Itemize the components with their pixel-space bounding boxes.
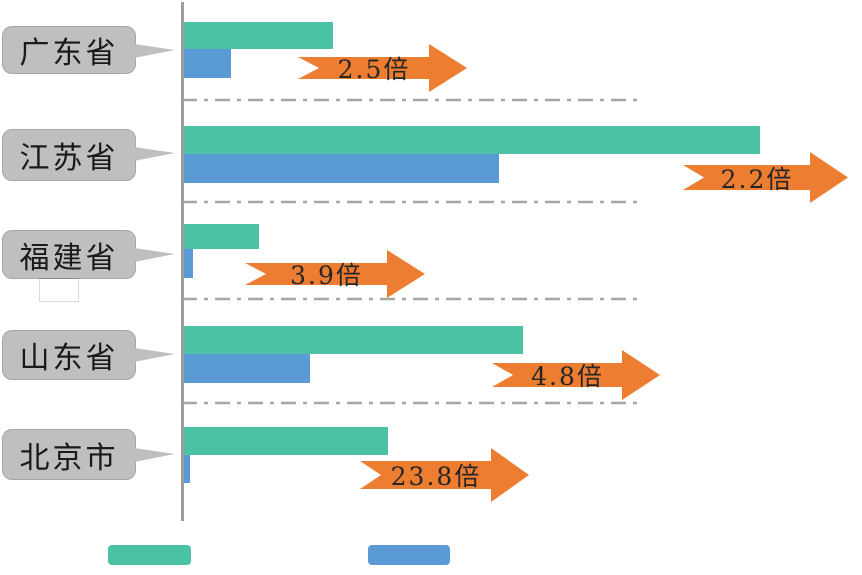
multiplier-arrow <box>683 152 848 203</box>
category-label-text: 福建省 <box>19 240 119 276</box>
category-label-callout: 江苏省 <box>2 129 136 181</box>
category-label-callout: 广东省 <box>2 26 136 74</box>
multiplier-value-text: 2.2倍 <box>720 164 794 194</box>
category-label-text: 山东省 <box>19 341 119 376</box>
category-label-text: 北京市 <box>19 440 119 476</box>
callout-tail <box>134 248 175 262</box>
multiplier-arrow-shape <box>298 44 467 92</box>
blue-series-swatch <box>368 545 450 565</box>
multiplier-value-text: 3.9倍 <box>290 261 363 290</box>
callout-tail-shape <box>134 44 175 58</box>
multiplier-arrow-label: 4.8倍 <box>513 350 622 400</box>
callout-tail-shape <box>134 448 175 462</box>
bar-green-0 <box>184 22 333 49</box>
callout-tail <box>134 448 175 462</box>
category-label-callout: 福建省 <box>2 230 136 279</box>
multiplier-arrow-label: 3.9倍 <box>266 250 387 298</box>
multiplier-arrow-label: 23.8倍 <box>381 448 491 502</box>
bar-green-3 <box>184 326 523 354</box>
bar-blue-3 <box>184 354 310 383</box>
bar-green-1 <box>184 126 760 154</box>
callout-tail-shape <box>134 147 175 161</box>
callout-tail <box>134 44 175 58</box>
bar-green-2 <box>184 224 259 249</box>
multiplier-arrow-shape <box>683 152 848 203</box>
multiplier-value-text: 2.5倍 <box>337 55 411 84</box>
callout-tail <box>134 348 175 362</box>
bar-blue-0 <box>184 49 231 78</box>
multiplier-arrow-shape <box>492 350 660 400</box>
category-label-callout: 北京市 <box>2 429 136 480</box>
multiplier-value-text: 23.8倍 <box>390 462 482 491</box>
callout-tail <box>134 147 175 161</box>
multiplier-arrow-label: 2.2倍 <box>704 152 810 203</box>
multiplier-arrow <box>360 448 529 502</box>
multiplier-arrow-label: 2.5倍 <box>319 44 429 92</box>
callout-tail-shape <box>134 248 175 262</box>
multiplier-arrow <box>298 44 467 92</box>
bar-blue-4 <box>184 455 190 483</box>
multiplier-arrow <box>245 250 425 298</box>
multiplier-arrow <box>492 350 660 400</box>
bar-blue-2 <box>184 249 193 278</box>
category-label-callout: 山东省 <box>2 330 136 380</box>
green-series-swatch <box>108 545 191 565</box>
bar-blue-1 <box>184 154 499 183</box>
value-axis-line <box>181 2 184 521</box>
category-label-text: 广东省 <box>19 36 119 71</box>
callout-tail-shape <box>134 348 175 362</box>
multiplier-arrow-shape <box>245 250 425 298</box>
bar-green-4 <box>184 427 388 455</box>
white-bracket-shape <box>40 279 78 301</box>
multiplier-arrow-shape <box>360 448 529 502</box>
category-label-text: 江苏省 <box>19 141 119 176</box>
multiplier-value-text: 4.8倍 <box>531 362 604 391</box>
